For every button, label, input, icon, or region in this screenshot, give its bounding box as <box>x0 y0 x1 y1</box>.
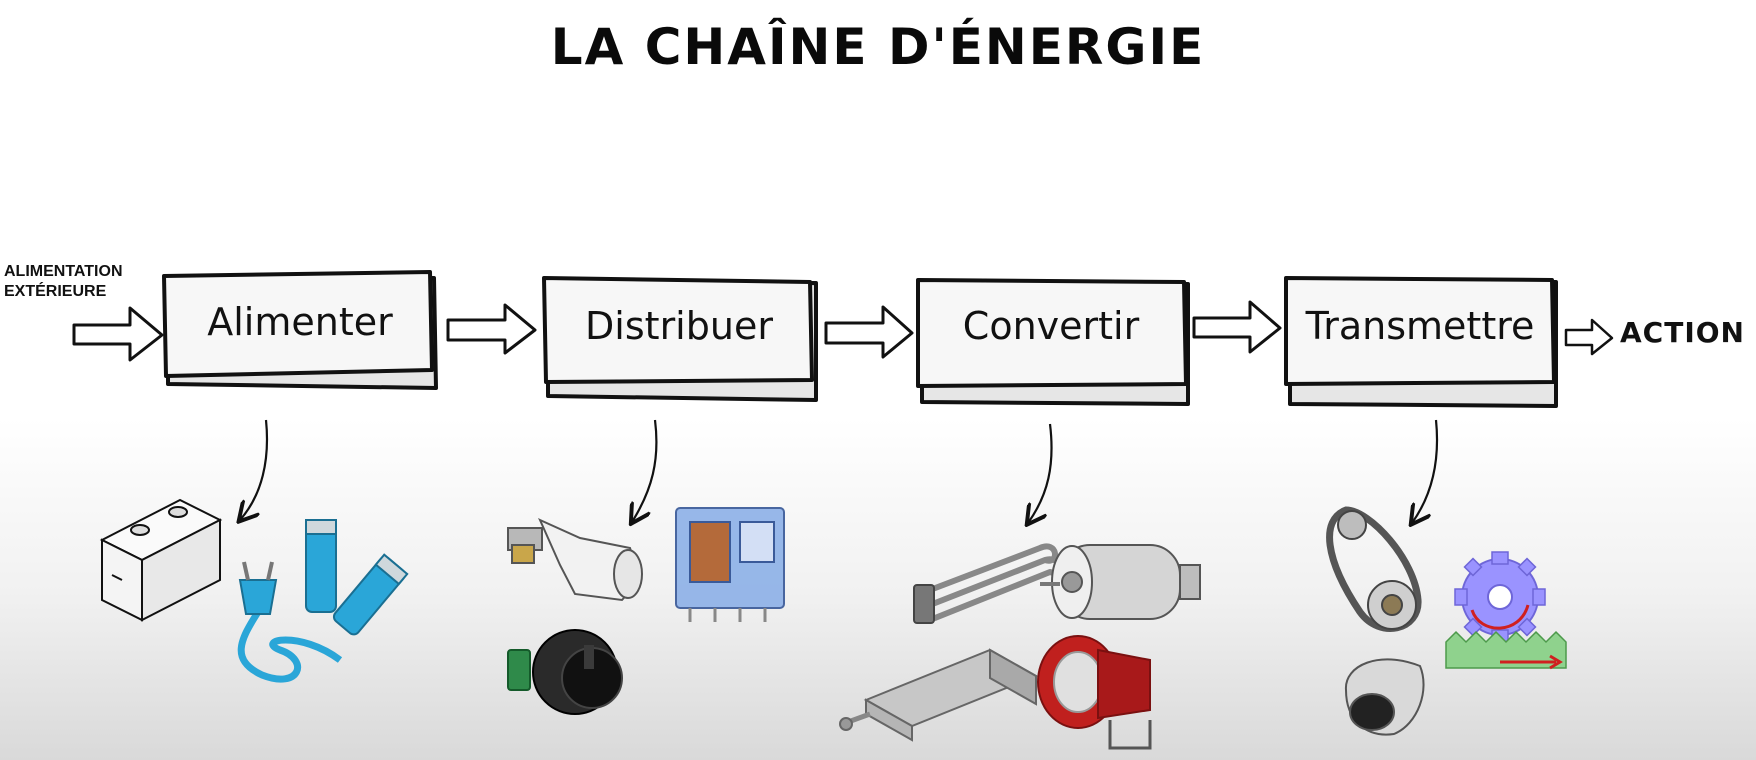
step-label-convertir: Convertir <box>962 304 1140 348</box>
pointer-arrow-convertir <box>1028 423 1053 523</box>
pointer-arrow-transmettre <box>1412 419 1439 523</box>
step-label-alimenter: Alimenter <box>207 300 393 344</box>
pointer-arrow-alimenter <box>240 419 269 520</box>
siren-icon <box>1037 635 1152 750</box>
thermostatic-valve-icon <box>507 518 643 602</box>
box-alimenter <box>162 270 438 390</box>
output-label: ACTION <box>1620 316 1745 349</box>
flow-arrow-3 <box>1192 300 1282 354</box>
pointer-arrow-distribuer <box>632 419 658 522</box>
chain-sprocket-icon <box>1326 506 1422 632</box>
flow-arrow-input <box>72 306 164 362</box>
pneumatic-cylinder-icon <box>839 648 1039 742</box>
rotary-switch-icon <box>507 629 623 715</box>
flow-arrow-output <box>1564 318 1614 356</box>
box-convertir <box>916 278 1190 406</box>
rack-and-pinion-icon <box>1445 551 1567 670</box>
electric-motor-icon <box>1040 544 1201 620</box>
heating-element-icon <box>913 543 1063 624</box>
relay-icon <box>675 507 785 622</box>
page-title: LA CHAÎNE D'ÉNERGIE <box>550 18 1206 76</box>
aa-batteries-icon <box>305 519 409 636</box>
power-plug-icon <box>237 561 343 683</box>
flow-arrow-2 <box>824 305 914 359</box>
flow-arrow-1 <box>446 303 537 355</box>
step-label-transmettre: Transmettre <box>1305 304 1535 348</box>
battery-icon <box>99 498 223 622</box>
input-label-line2: EXTÉRIEURE <box>4 283 107 300</box>
box-distribuer <box>542 276 818 402</box>
input-label-line1: ALIMENTATION <box>4 263 123 280</box>
box-transmettre <box>1284 276 1558 408</box>
step-label-distribuer: Distribuer <box>585 304 773 348</box>
input-label: ALIMENTATION EXTÉRIEURE <box>4 262 123 302</box>
reflector-icon <box>1344 658 1425 736</box>
